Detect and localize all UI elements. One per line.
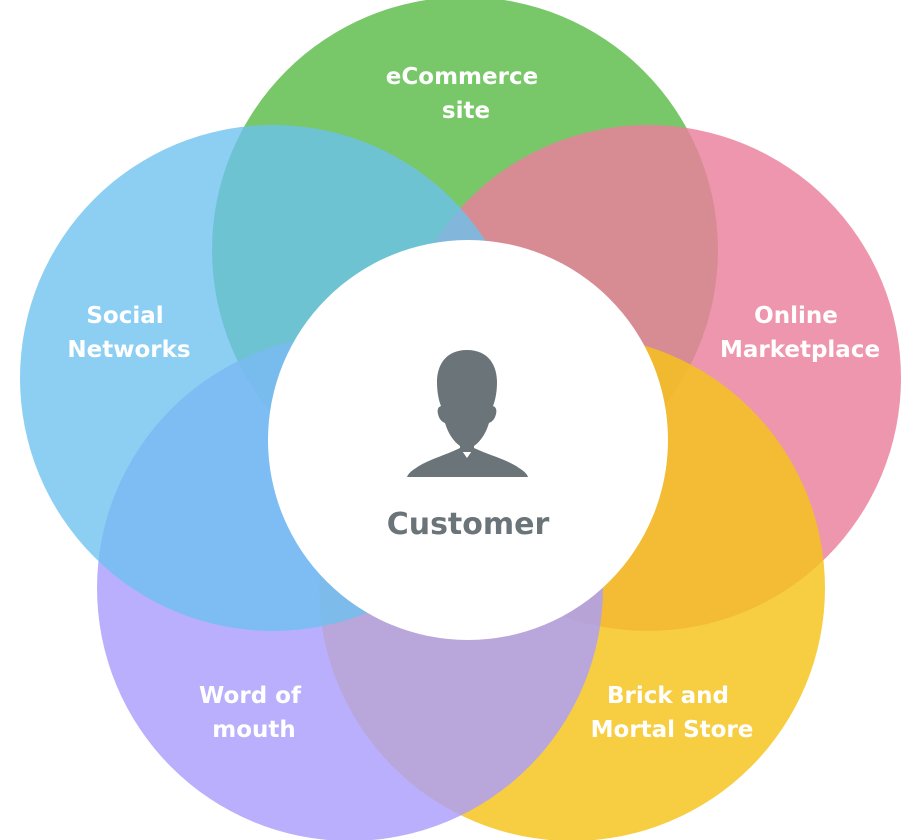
word-of-mouth-label-line-1: Word of <box>199 683 302 709</box>
channel-labels: eCommerce site Online Marketplace Brick … <box>67 64 880 743</box>
social-networks-label-line-1: Social <box>86 303 163 329</box>
person-icon <box>407 350 528 477</box>
word-of-mouth-label-line-2: mouth <box>212 717 296 743</box>
ecommerce-label-line-2: site <box>442 98 490 124</box>
person-shoulders-shape <box>407 448 528 477</box>
ecommerce-label: eCommerce site <box>386 64 546 124</box>
customer-label: Customer <box>387 507 550 542</box>
brick-and-mortal-store-label: Brick and Mortal Store <box>591 683 754 743</box>
person-head-shape <box>437 350 497 452</box>
brick-and-mortal-store-label-line-2: Mortal Store <box>591 717 754 743</box>
word-of-mouth-label: Word of mouth <box>199 683 309 743</box>
brick-and-mortal-store-label-line-1: Brick and <box>607 683 729 709</box>
online-marketplace-label-line-2: Marketplace <box>720 337 880 363</box>
ecommerce-label-line-1: eCommerce <box>386 64 538 90</box>
online-marketplace-label: Online Marketplace <box>720 303 880 363</box>
social-networks-label-line-2: Networks <box>67 337 190 363</box>
social-networks-label: Social Networks <box>67 303 190 363</box>
online-marketplace-label-line-1: Online <box>754 303 838 329</box>
